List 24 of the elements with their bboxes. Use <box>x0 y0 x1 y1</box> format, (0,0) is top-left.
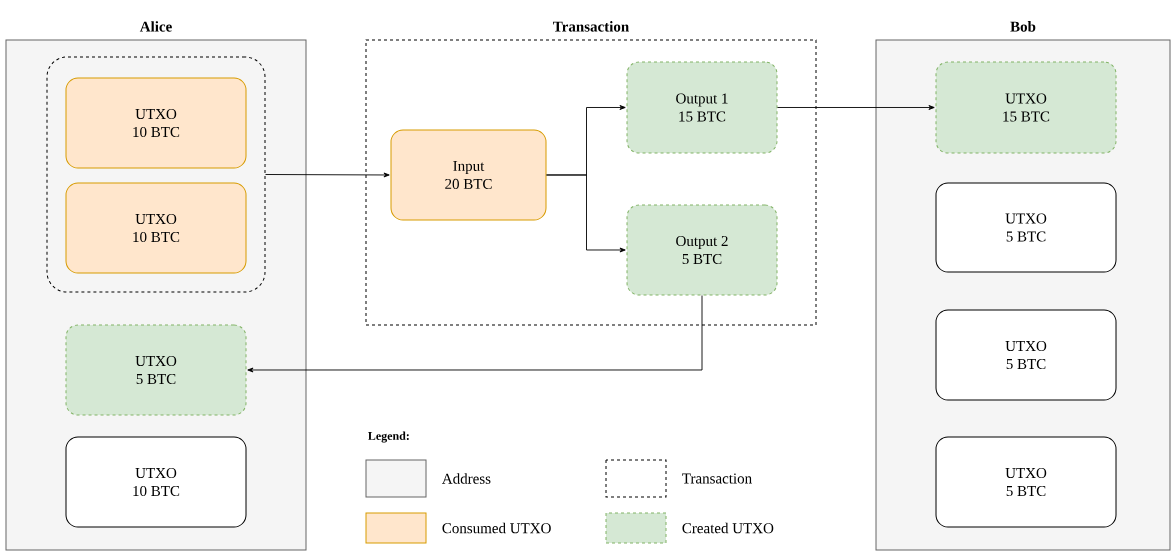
legend-label: Consumed UTXO <box>442 522 551 534</box>
arrow <box>777 105 935 110</box>
utxo-box: UTXO 10 BTC <box>65 77 247 169</box>
dashed-group-box <box>46 56 266 293</box>
utxo-box: UTXO 10 BTC <box>65 436 247 528</box>
input-box: Input 20 BTC <box>390 129 547 221</box>
utxo-box: UTXO 15 BTC <box>935 61 1117 154</box>
legend-label: Transaction <box>682 473 752 484</box>
utxo-box: UTXO 5 BTC <box>935 436 1117 528</box>
arrow <box>247 295 703 373</box>
output-box: Output 1 15 BTC <box>626 61 778 154</box>
utxo-box: UTXO 5 BTC <box>935 182 1117 273</box>
utxo-box: UTXO 5 BTC <box>935 309 1117 401</box>
legend-label: Created UTXO <box>682 522 774 534</box>
node-label: Alice <box>139 21 172 32</box>
utxo-box: UTXO 5 BTC <box>65 324 247 416</box>
node-label: Bob <box>1010 21 1036 32</box>
arrow <box>265 172 390 178</box>
node-label: Transaction <box>553 21 629 32</box>
arrow <box>546 174 626 253</box>
utxo-box: UTXO 10 BTC <box>65 182 247 274</box>
legend-title: Legend: <box>368 431 409 443</box>
output-box: Output 2 5 BTC <box>626 204 778 296</box>
legend-label: Address <box>442 473 491 484</box>
